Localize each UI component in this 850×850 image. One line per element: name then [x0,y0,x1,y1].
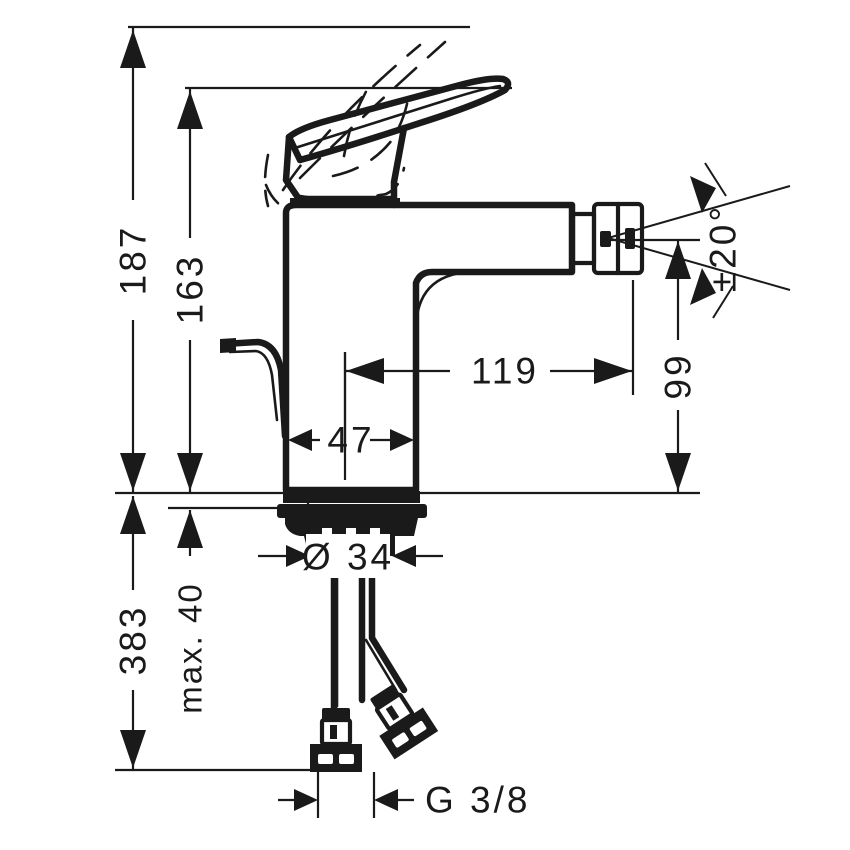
hose-right-inner [364,638,398,692]
hose-tip-slot-left-a [318,754,333,764]
dim-383-label: 383 [113,605,154,676]
angle-leader-lower [712,285,734,319]
aerator-port-left [600,231,611,247]
hose-end-fitting-left [310,708,362,772]
dim-187-arrow-top [120,30,146,68]
dimension-383: 383 [113,496,154,769]
hose-tip-slot-right-a [392,732,409,748]
lever-phantom-lower [263,153,270,208]
coupling-face-right [385,705,400,721]
lift-rod-knob [220,338,236,353]
dim-d34-arrow-left [286,545,310,567]
hose-tip-left [310,744,362,772]
dimension-163: 163 [170,88,211,492]
dimension-thread-g38: G 3/8 [278,772,531,821]
flexible-supply-hoses [310,562,439,772]
lever-phantom-positions [263,40,447,210]
aerator-outlet [569,201,645,276]
aerator-collar [569,211,597,266]
angle-leader-upper [704,162,727,197]
hose-right [368,562,408,694]
mounting-washer [277,504,427,518]
dim-383-arrow-bottom [120,730,146,768]
dim-max40-label: max. 40 [172,582,209,713]
dim-119-label: 119 [471,351,539,392]
dim-max40-arrow-top [177,510,203,548]
dim-g38-arrow-left [294,789,318,811]
dimension-99: 99 [608,238,700,492]
lever-phantom-body [298,166,406,201]
coupling-nut-left [322,708,350,720]
lever-neck [390,124,408,209]
lever-phantom-2 [298,40,447,180]
hose-tip-slot-right-b [409,721,427,737]
dimension-swivel-angle: ±20° [607,162,791,319]
lever-phantom-lower-2 [264,183,286,210]
dim-d34-arrow-right [392,545,416,567]
lever-blade-upper [285,75,512,164]
coupling-face-left [330,725,337,739]
dim-47-label: 47 [327,420,374,461]
dim-119-arrow-left [346,358,384,384]
dim-163-label: 163 [170,254,211,325]
dim-163-arrow-bottom [177,453,203,491]
dim-187-label: 187 [113,225,154,296]
dim-d34-label: Ø 34 [302,537,394,578]
dimension-47: 47 [288,352,414,480]
coupling-nut-right [370,684,399,709]
angle-ray-lower [607,237,791,291]
lever-phantom-1 [281,43,422,192]
dim-99-label: 99 [658,352,699,399]
dim-d34-text-backdrop [306,534,390,578]
dim-47-arrow-left [288,429,312,451]
base-gasket [283,491,420,503]
lift-rod-inner-line [228,349,279,422]
threaded-stud-3 [386,536,395,556]
dimension-max-40: max. 40 [172,510,209,714]
faucet-assembly [220,40,645,772]
dim-swivel-angle-label: ±20° [703,204,744,292]
angle-arrow-upper [690,176,716,213]
dimension-diameter-34: Ø 34 [258,500,443,578]
lever-phantom-3 [342,86,370,158]
dim-383-arrow-top [120,496,146,534]
dim-119-arrow-right [594,358,632,384]
hose-end-fitting-right [370,684,439,760]
faucet-body-outline [282,201,576,494]
dimension-119: 119 [343,280,635,450]
angle-arrow-lower [690,268,716,305]
cartridge-cap-lower-edge [284,181,301,201]
dimension-187: 187 [113,27,154,492]
popup-waste-lift-rod [220,338,289,440]
dim-99-arrow-bottom [665,453,691,491]
hose-tip-slot-left-b [339,754,354,764]
angle-ray-upper [607,185,791,239]
dim-99-arrow-top [665,241,691,279]
spout-elbow-inner-curve [414,270,472,332]
dim-163-arrow-top [177,91,203,129]
mounting-bracket [285,518,418,536]
lift-rod-curve [220,338,289,440]
dim-187-arrow-bottom [120,453,146,491]
dim-47-arrow-right [390,429,414,451]
lever-phantom-arc [331,86,412,178]
hose-tip-right [379,707,439,760]
lever-blade-inner-line [296,84,502,149]
dim-g38-label: G 3/8 [425,780,531,821]
dim-g38-arrow-right [374,789,398,811]
cartridge-cap-plate [290,198,400,205]
lever-handle [282,75,512,209]
